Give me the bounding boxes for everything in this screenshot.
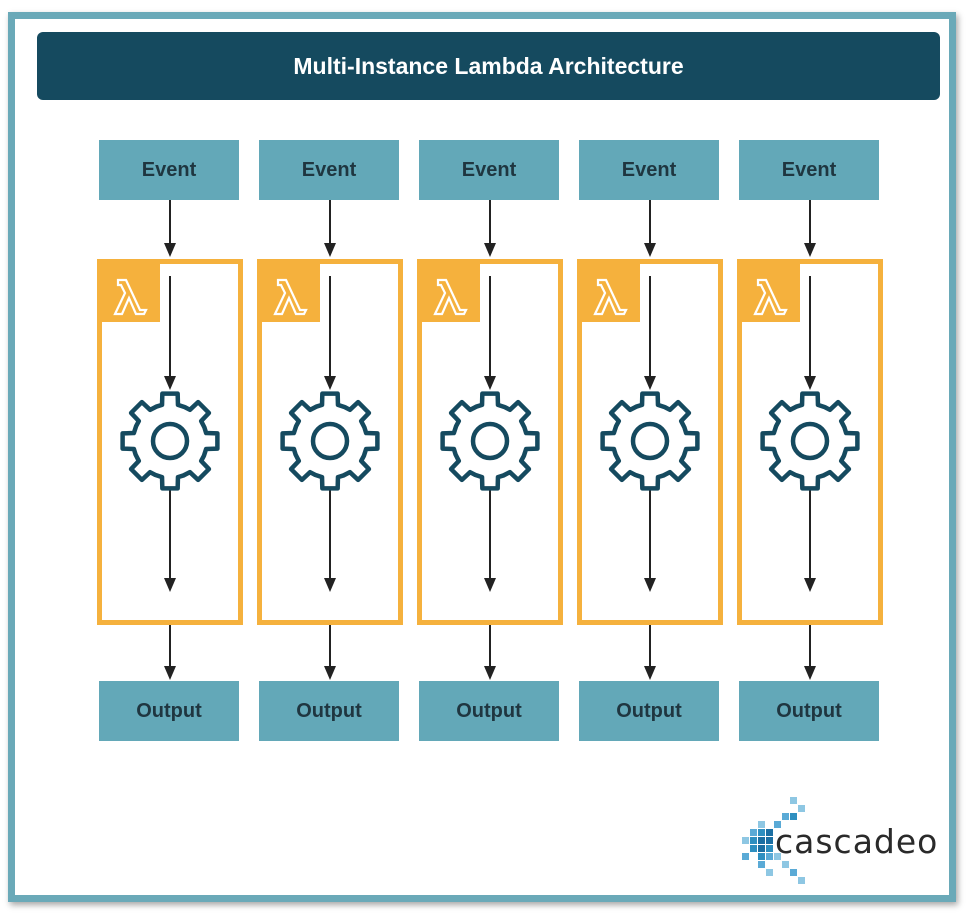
output-box: Output	[739, 681, 879, 741]
arrow-head	[164, 376, 176, 390]
event-box: Event	[579, 140, 719, 200]
arrow-head	[164, 666, 176, 680]
flow-arrows	[804, 200, 816, 680]
arrow-head	[804, 243, 816, 257]
flow-arrows	[324, 200, 336, 680]
gear-icon	[760, 391, 860, 491]
lambda-icon	[582, 264, 640, 322]
event-box: Event	[259, 140, 399, 200]
lambda-icon	[102, 264, 160, 322]
lambda-icon	[422, 264, 480, 322]
event-box: Event	[419, 140, 559, 200]
output-box: Output	[419, 681, 559, 741]
arrow-head	[324, 243, 336, 257]
arrow-head	[644, 243, 656, 257]
gear-icon	[280, 391, 380, 491]
arrow-head	[644, 376, 656, 390]
lambda-icon	[262, 264, 320, 322]
arrow-head	[484, 578, 496, 592]
arrow-head	[804, 376, 816, 390]
output-box: Output	[99, 681, 239, 741]
gear-icon	[600, 391, 700, 491]
cascadeo-logo-mark	[742, 797, 805, 884]
arrow-head	[644, 666, 656, 680]
flow-arrows	[644, 200, 656, 680]
lambda-icon	[742, 264, 800, 322]
arrow-head	[804, 578, 816, 592]
arrow-head	[484, 376, 496, 390]
arrow-head	[484, 243, 496, 257]
flow-arrows	[164, 200, 176, 680]
cascadeo-logo-text: cascadeo	[775, 822, 939, 861]
arrow-head	[484, 666, 496, 680]
gear-icon	[120, 391, 220, 491]
arrow-head	[164, 578, 176, 592]
flow-arrows	[484, 200, 496, 680]
arrow-head	[324, 578, 336, 592]
output-box: Output	[579, 681, 719, 741]
arrow-head	[804, 666, 816, 680]
arrow-head	[324, 666, 336, 680]
gear-icon	[440, 391, 540, 491]
event-box: Event	[99, 140, 239, 200]
arrow-head	[164, 243, 176, 257]
diagram-title: Multi-Instance Lambda Architecture	[37, 32, 940, 100]
arrow-head	[644, 578, 656, 592]
arrow-head	[324, 376, 336, 390]
output-box: Output	[259, 681, 399, 741]
event-box: Event	[739, 140, 879, 200]
